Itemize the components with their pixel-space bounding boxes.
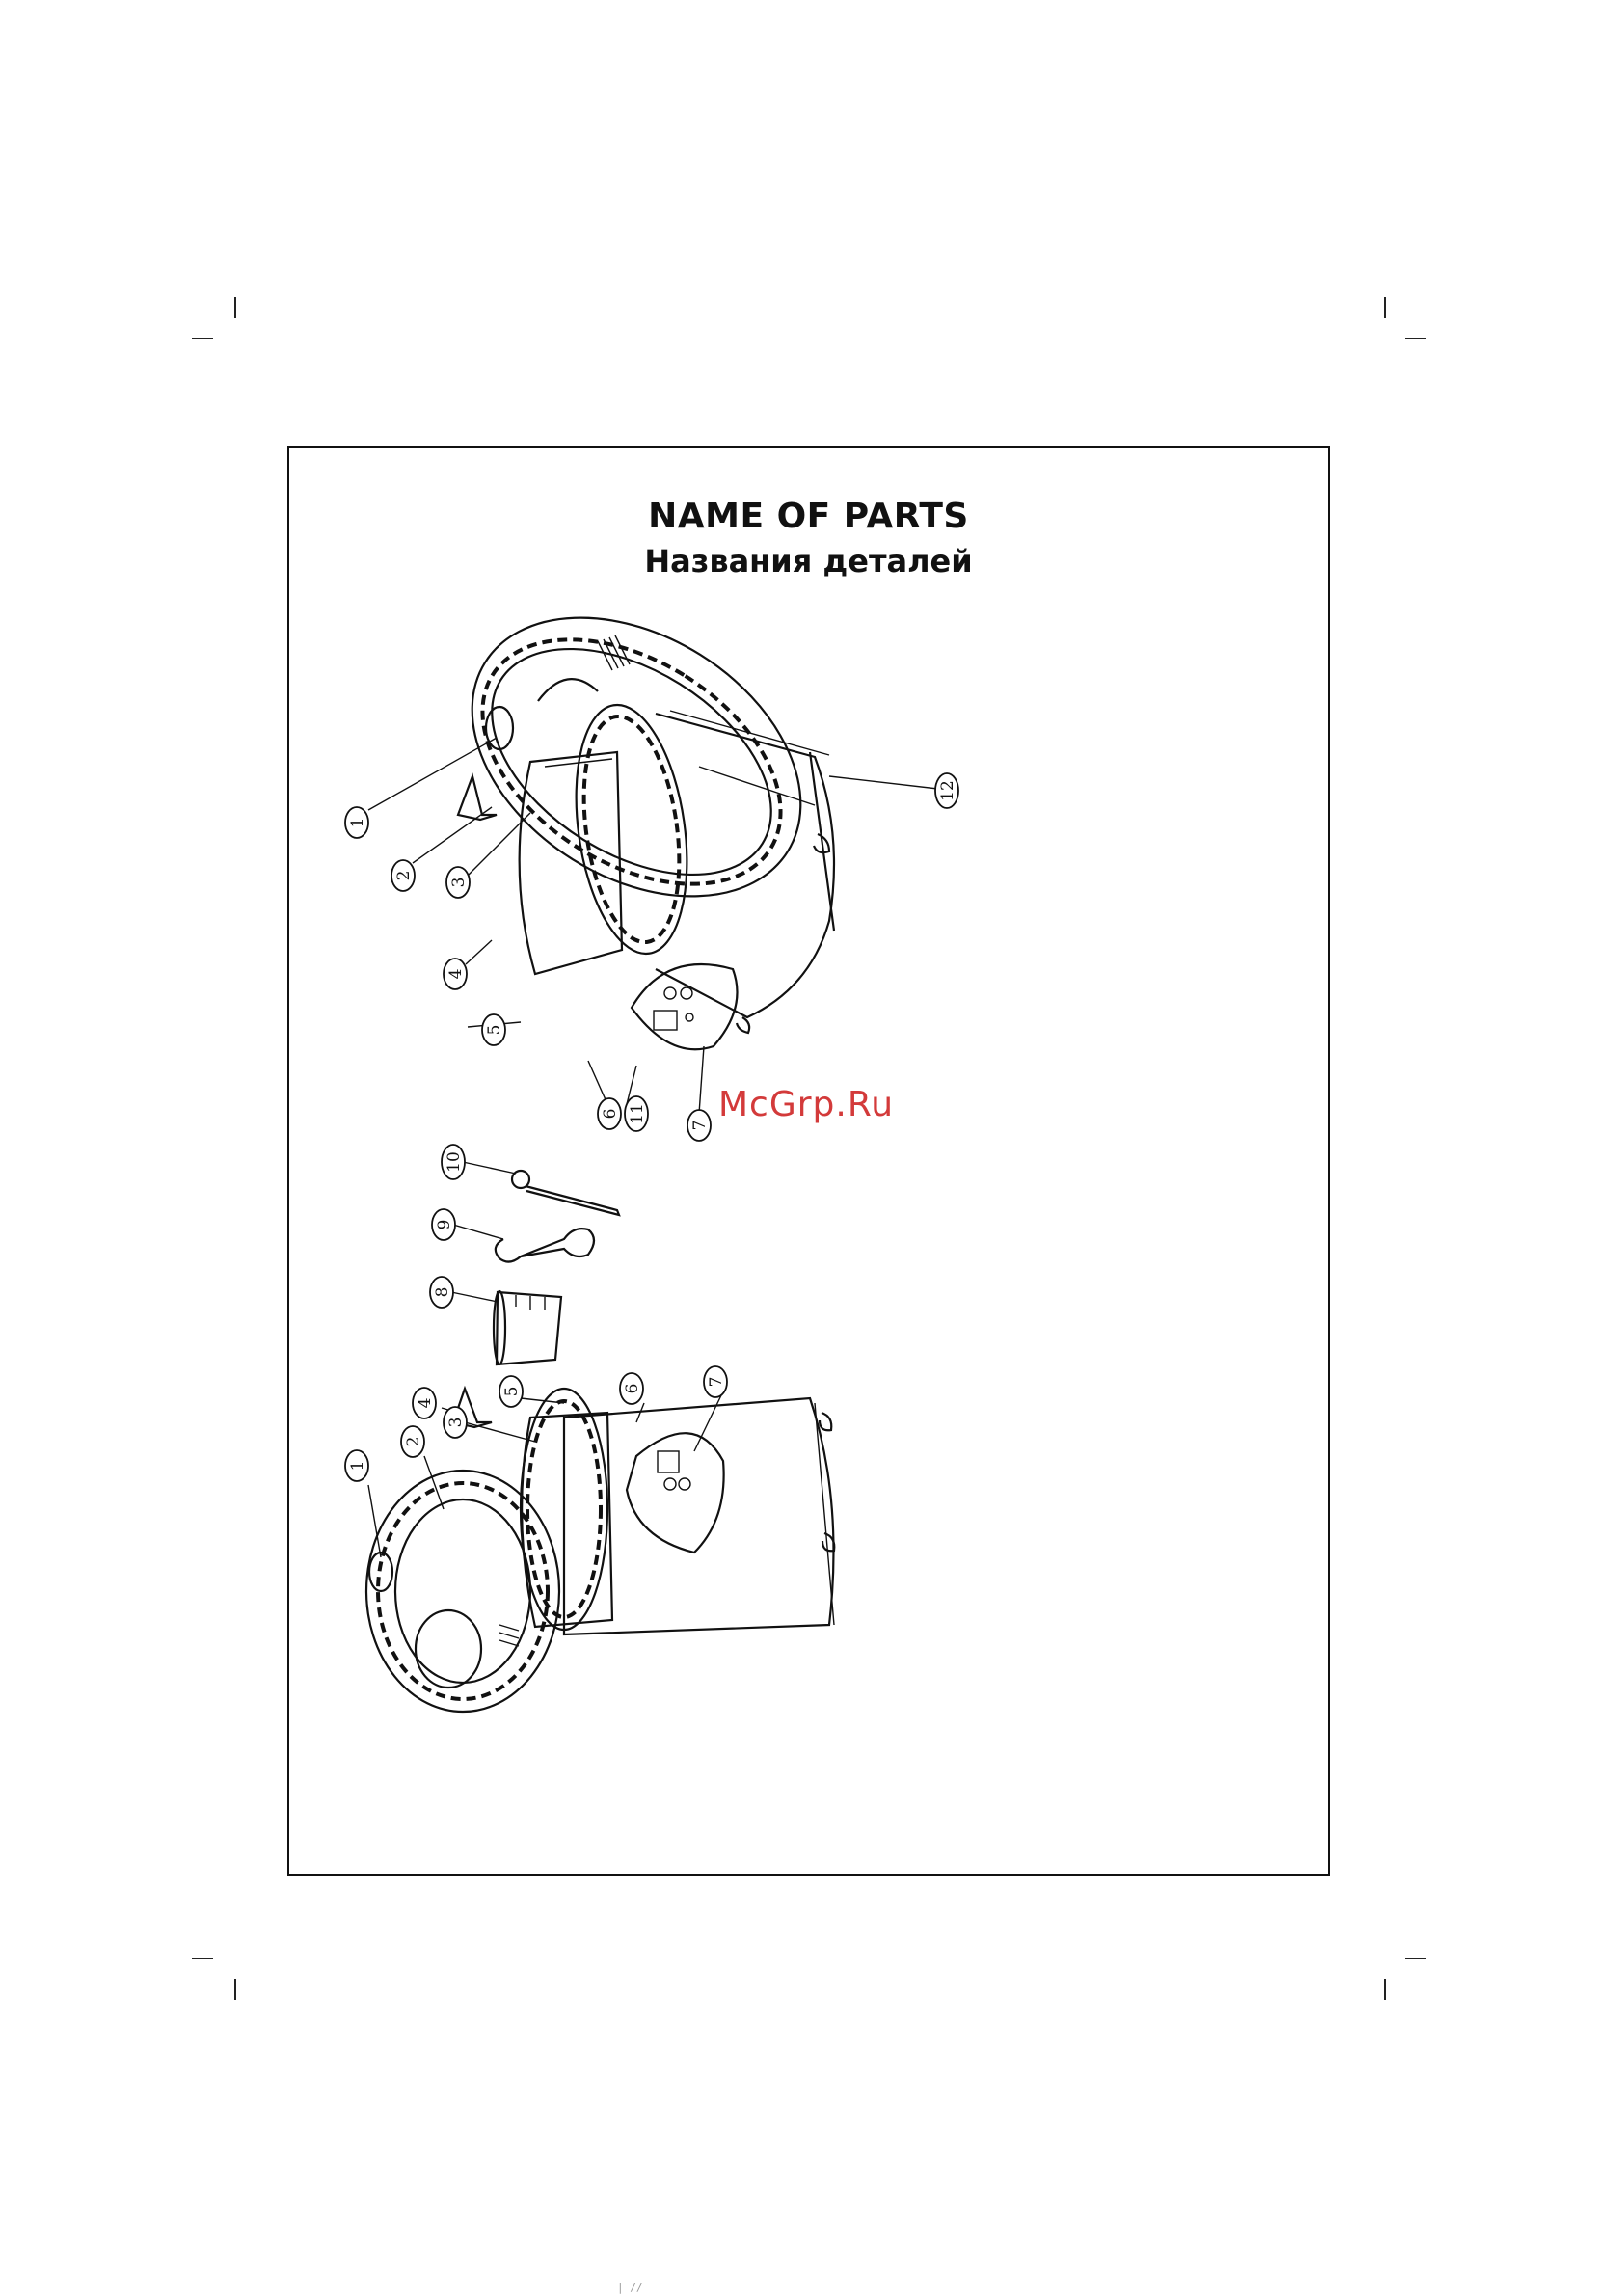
callout-label: 6	[601, 1109, 620, 1120]
callout-label: 6	[623, 1384, 642, 1394]
callout-lower-4: 4	[413, 1388, 436, 1418]
callout-label: 2	[404, 1437, 423, 1447]
callout-label: 4	[446, 969, 466, 980]
crop-mark-top-right-horizontal	[1405, 338, 1426, 339]
crop-mark-bottom-left-vertical	[234, 1979, 236, 2000]
callout-label: 3	[446, 1418, 466, 1428]
callout-label: 7	[690, 1121, 710, 1131]
callout-label: 5	[502, 1387, 522, 1397]
callout-accessory-8: 8	[430, 1277, 453, 1308]
callout-lower-3: 3	[444, 1407, 467, 1438]
callouts-lower: 1 2 3 4 5 6 7	[345, 1366, 727, 1481]
footer-print-mark: | //	[617, 2282, 643, 2294]
callout-lower-2: 2	[401, 1426, 424, 1457]
callout-label: 11	[628, 1103, 647, 1124]
accessories-drawing	[494, 1171, 619, 1364]
parts-diagram-frame: NAME OF PARTS Названия деталей	[287, 446, 1330, 1876]
crop-mark-top-right-vertical	[1384, 297, 1386, 318]
callout-label: 1	[348, 818, 367, 828]
callout-accessory-9: 9	[432, 1209, 455, 1240]
callout-label: 10	[445, 1151, 464, 1173]
callout-lower-1: 1	[345, 1450, 368, 1481]
crop-mark-top-left-vertical	[234, 297, 236, 318]
lower-appliance-drawing	[366, 1389, 834, 1712]
callout-label: 7	[707, 1377, 726, 1388]
callout-label: 5	[485, 1025, 504, 1036]
callout-lower-5: 5	[499, 1376, 523, 1407]
site-watermark: McGrp.Ru	[718, 1085, 894, 1124]
crop-mark-bottom-left-horizontal	[192, 1958, 213, 1959]
callout-upper-7: 7	[687, 1110, 711, 1141]
callout-label: 3	[449, 878, 469, 888]
crop-mark-bottom-right-horizontal	[1405, 1958, 1426, 1959]
callout-label: 1	[348, 1461, 367, 1472]
callout-upper-3: 3	[446, 867, 470, 898]
upper-appliance-drawing	[421, 560, 851, 1049]
callout-upper-6: 6	[598, 1098, 621, 1129]
callout-upper-12: 12	[935, 773, 958, 808]
callout-upper-11: 11	[625, 1096, 648, 1131]
callout-lower-7: 7	[704, 1366, 727, 1397]
callout-label: 2	[394, 871, 414, 881]
callout-label: 4	[416, 1398, 435, 1409]
callout-label: 12	[938, 780, 957, 801]
exploded-parts-illustration: 1 2 3 4 5 6 11	[289, 448, 1328, 1874]
callout-label: 9	[435, 1220, 454, 1230]
callout-lower-6: 6	[620, 1373, 643, 1404]
callout-upper-4: 4	[444, 959, 467, 989]
callout-upper-2: 2	[391, 860, 415, 891]
crop-mark-bottom-right-vertical	[1384, 1979, 1386, 2000]
callout-label: 8	[433, 1287, 452, 1298]
callout-upper-5: 5	[482, 1014, 505, 1045]
callout-accessory-10: 10	[442, 1145, 465, 1179]
crop-mark-top-left-horizontal	[192, 338, 213, 339]
callout-upper-1: 1	[345, 807, 368, 838]
